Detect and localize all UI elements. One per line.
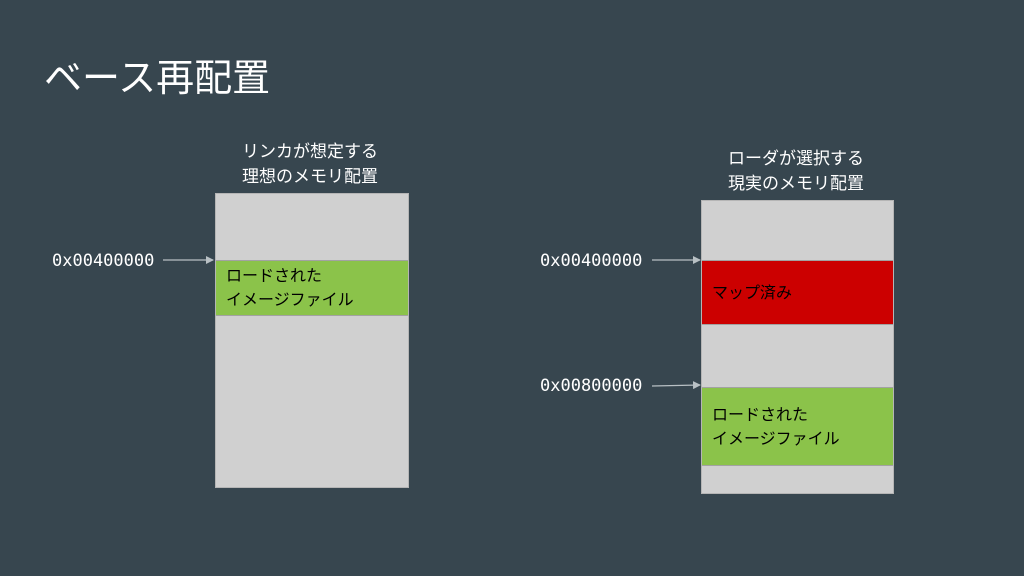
left-caption: リンカが想定する 理想のメモリ配置 [212, 140, 408, 190]
left-caption-line2: 理想のメモリ配置 [242, 167, 378, 187]
right-mapped-region: マップ済み [702, 260, 893, 325]
slide-title: ベース再配置 [44, 56, 271, 100]
left-image-label-line2: イメージファイル [226, 290, 354, 309]
left-memory-block: ロードされた イメージファイル [215, 193, 409, 488]
right-address-bottom: 0x00800000 [540, 376, 643, 396]
right-mapped-label: マップ済み [712, 282, 793, 302]
left-address: 0x00400000 [52, 251, 155, 271]
right-address-top: 0x00400000 [540, 251, 643, 271]
left-loaded-image-region: ロードされた イメージファイル [216, 260, 408, 316]
right-memory-block: マップ済み ロードされた イメージファイル [701, 200, 894, 494]
right-loaded-image-region: ロードされた イメージファイル [702, 387, 893, 466]
right-image-label-line1: ロードされた [712, 404, 809, 424]
left-image-label-line1: ロードされた [226, 266, 323, 285]
right-address-bottom-arrow [651, 381, 701, 390]
right-caption: ローダが選択する 現実のメモリ配置 [698, 147, 894, 197]
left-caption-line1: リンカが想定する [242, 142, 378, 162]
right-caption-line1: ローダが選択する [728, 149, 864, 169]
right-image-label-line2: イメージファイル [712, 428, 840, 448]
right-caption-line2: 現実のメモリ配置 [728, 174, 864, 194]
